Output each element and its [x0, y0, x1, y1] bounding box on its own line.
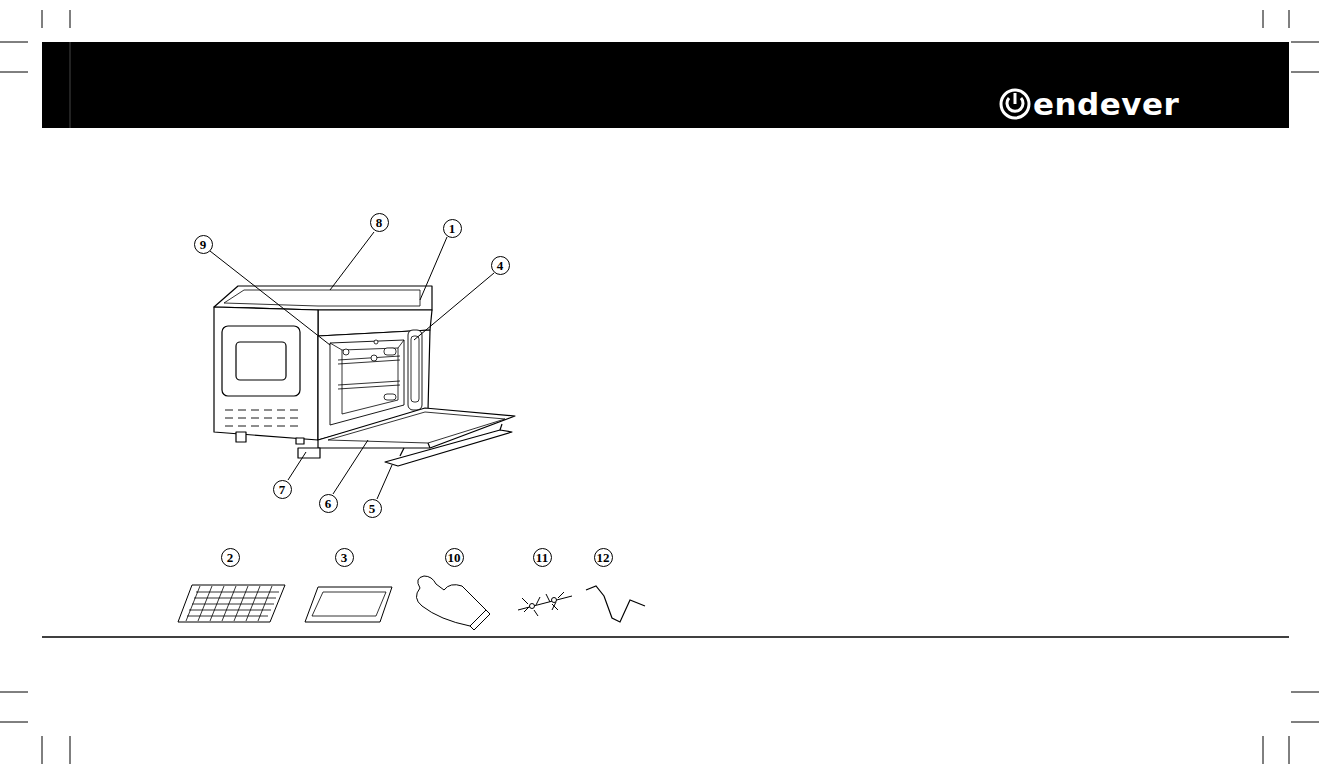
rotisserie-forks [518, 592, 572, 616]
callout-text: 7 [279, 483, 286, 496]
callout-text: 8 [376, 216, 383, 229]
callout-number: 6 [319, 494, 338, 513]
header-mark [70, 42, 71, 128]
vents [225, 410, 298, 426]
callout-number: 3 [335, 548, 354, 567]
callout-number: 1 [443, 219, 462, 238]
callout-text: 1 [449, 222, 456, 235]
rotisserie-handle [586, 586, 645, 622]
callout-text: 6 [325, 497, 332, 510]
callout-text: 4 [497, 259, 504, 272]
callout-text: 10 [448, 551, 461, 564]
callout-text: 3 [341, 551, 348, 564]
callout-number: 10 [445, 548, 464, 567]
oven-body [214, 286, 515, 466]
baking-tray [305, 587, 392, 622]
callout-text: 5 [369, 502, 376, 515]
callout-number: 11 [533, 548, 552, 567]
callout-text: 2 [227, 551, 234, 564]
callout-number: 12 [594, 548, 613, 567]
leader-lines [210, 232, 494, 499]
oven-mitt [416, 576, 490, 630]
crop-marks [0, 10, 1319, 764]
callout-text: 11 [536, 551, 548, 564]
callout-text: 12 [597, 551, 610, 564]
callout-number: 5 [363, 499, 382, 518]
callout-number: 4 [491, 256, 510, 275]
callout-number: 2 [221, 548, 240, 567]
brand-logo: endever [1033, 89, 1179, 120]
footer-rule [42, 636, 1289, 638]
header-band [42, 42, 1289, 128]
power-icon [1001, 90, 1029, 118]
callout-number: 8 [370, 213, 389, 232]
wire-rack [178, 585, 285, 622]
callout-number: 7 [273, 480, 292, 499]
callout-number: 9 [194, 235, 213, 254]
callout-text: 9 [200, 238, 207, 251]
